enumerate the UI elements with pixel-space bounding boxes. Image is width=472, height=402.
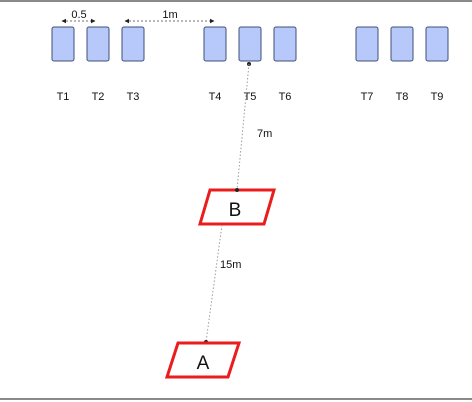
point-b-marker: B xyxy=(197,188,277,226)
b-to-a-line xyxy=(205,224,223,343)
target-label-t5: T5 xyxy=(244,91,257,103)
target-box-t2 xyxy=(86,26,110,62)
point-a-marker: A xyxy=(164,341,242,379)
target-row: T1 T2 T3 T4 T5 T6 T7 T8 T9 xyxy=(51,26,449,103)
target-label-t7: T7 xyxy=(361,91,374,103)
target-box-t3 xyxy=(121,26,145,62)
target-box-t9 xyxy=(425,26,449,62)
target-label-t6: T6 xyxy=(279,91,292,103)
small-gap-label: 0.5 xyxy=(71,9,86,21)
target-label-t8: T8 xyxy=(396,91,409,103)
target-label-t1: T1 xyxy=(57,91,70,103)
target-label-t2: T2 xyxy=(92,91,105,103)
t5-to-b-distance-label: 7m xyxy=(257,128,272,140)
target-label-t3: T3 xyxy=(127,91,140,103)
point-a-shape xyxy=(164,341,242,379)
small-gap-dimension: 0.5 xyxy=(61,9,96,24)
point-a-label: A xyxy=(197,353,210,374)
t5-to-b-connector: 7m xyxy=(236,62,272,191)
large-gap-dimension: 1m xyxy=(124,9,215,24)
target-label-t4: T4 xyxy=(209,91,222,103)
b-to-a-connector: 15m xyxy=(204,224,241,344)
target-box-t1 xyxy=(51,26,75,62)
point-b-label: B xyxy=(229,200,242,221)
large-gap-label: 1m xyxy=(162,9,177,21)
t5-to-b-line xyxy=(236,63,250,191)
target-box-t4 xyxy=(203,26,227,62)
point-b-shape xyxy=(197,188,277,226)
target-box-t8 xyxy=(390,26,414,62)
target-box-t5 xyxy=(238,26,262,62)
point-b-top-dot xyxy=(235,188,239,192)
target-label-t9: T9 xyxy=(431,91,444,103)
b-to-a-distance-label: 15m xyxy=(220,259,241,271)
target-box-t6 xyxy=(273,26,297,62)
target-box-t7 xyxy=(355,26,379,62)
